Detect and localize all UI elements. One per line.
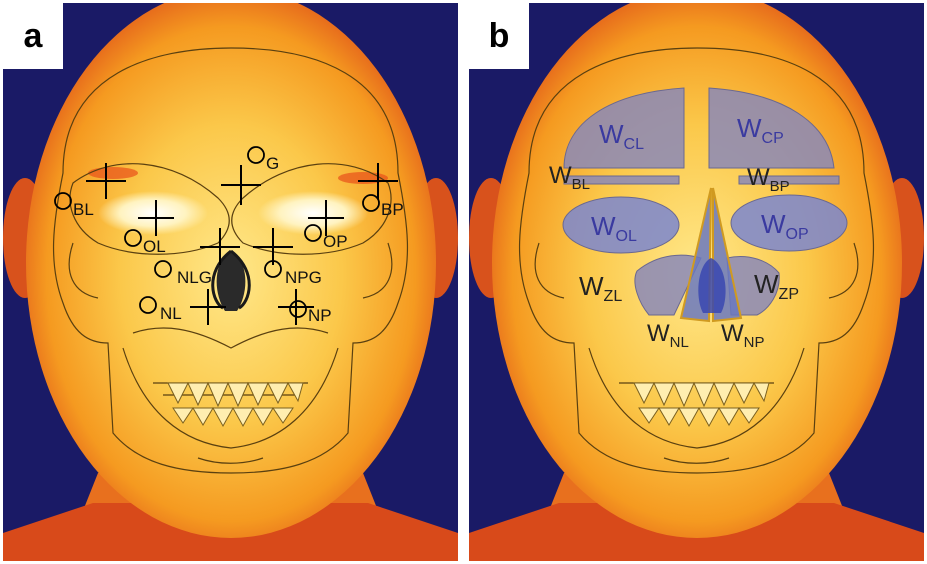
svg-text:OP: OP [323, 232, 348, 251]
panel-letter-b: b [469, 3, 529, 69]
svg-text:NLG: NLG [177, 268, 212, 287]
thermal-image-panel-b: WCL WCP WBL WBP WOL WOP WZL WZP WNL WNP … [469, 3, 924, 561]
thermal-face-regions-figure: WCL WCP WBL WBP WOL WOP WZL WZP WNL WNP [469, 3, 924, 561]
thermal-face-landmarks-figure: G BL BP OL OP NLG NPG NL [3, 3, 458, 561]
svg-text:OL: OL [143, 237, 166, 256]
svg-text:NP: NP [308, 306, 332, 325]
svg-text:NPG: NPG [285, 268, 322, 287]
left-eye-hotspot [98, 191, 208, 235]
thermal-image-panel-a: G BL BP OL OP NLG NPG NL [3, 3, 458, 561]
svg-text:BL: BL [73, 200, 94, 219]
left-brow-hot [88, 167, 138, 179]
right-eye-hotspot [258, 191, 368, 235]
svg-text:BP: BP [381, 200, 404, 219]
svg-text:NL: NL [160, 304, 182, 323]
svg-text:G: G [266, 154, 279, 173]
panel-letter-a: a [3, 3, 63, 69]
